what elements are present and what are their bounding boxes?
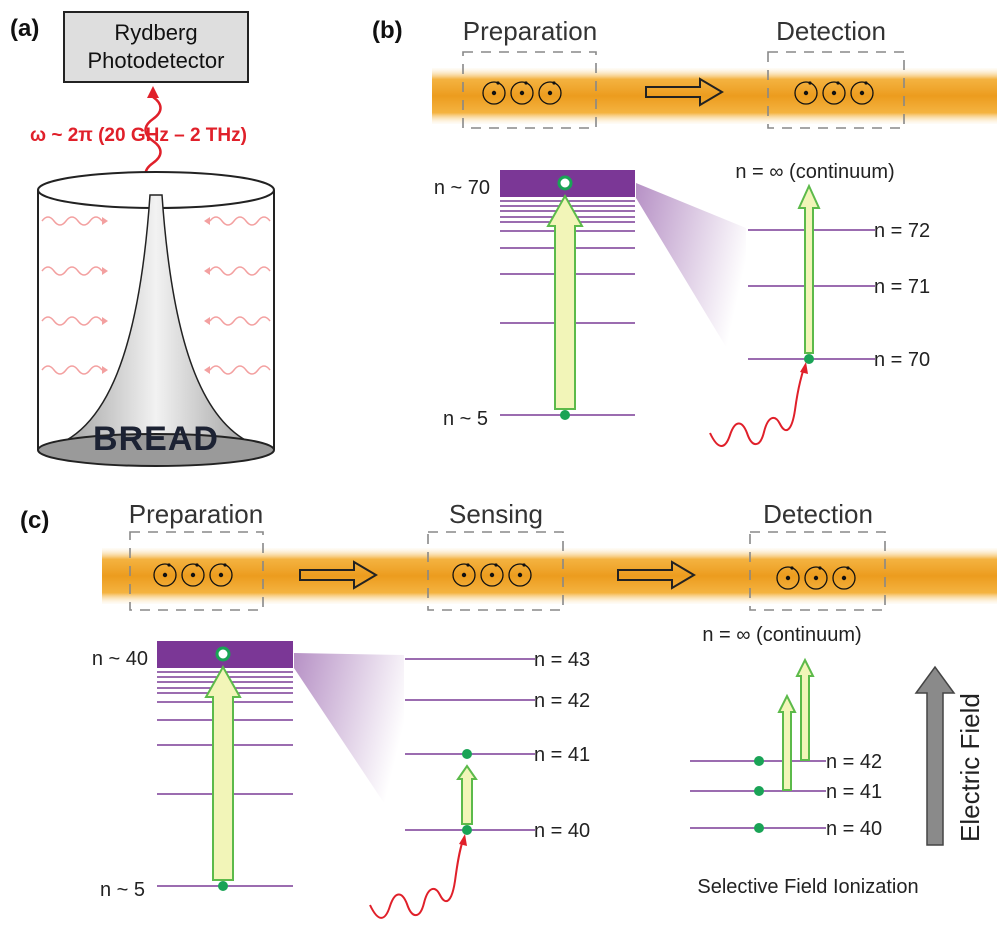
c-ground-atom [218, 881, 228, 891]
b-ground-atom [560, 410, 570, 420]
c-sense-level-41: n = 41 [534, 744, 590, 766]
c-ionize-42-arrow-icon [795, 657, 815, 761]
photodetector-box [63, 11, 249, 83]
frequency-label: ω ~ 2π (20 GHz – 2 THz) [30, 125, 247, 146]
panel-c: (c) Preparation Sensing Detection [20, 499, 997, 919]
c-atom-beam [102, 548, 997, 604]
c-n-low-label: n ~ 5 [100, 879, 145, 901]
b-atoms-prep [482, 81, 562, 105]
c-atoms-sense [452, 563, 532, 587]
c-stage-sensing: Sensing [449, 499, 543, 529]
b-excitation-arrow-icon [546, 193, 584, 410]
b-n-low-label: n ~ 5 [443, 408, 488, 430]
b-preparation-region [462, 51, 597, 129]
b-atoms-det [794, 81, 874, 105]
b-zoom-fan [636, 183, 746, 380]
c-flow-arrow-1-icon [299, 560, 378, 590]
c-rydberg-atom [215, 646, 231, 662]
c-det-level-41: n = 41 [826, 781, 882, 803]
c-det-atom-40 [754, 823, 764, 833]
cavity-wave-heads-left [102, 217, 108, 374]
b-stage-detection: Detection [776, 16, 886, 46]
panel-a: (a) Rydberg Photodetector ω ~ 2π (20 GHz… [10, 11, 275, 467]
c-stage-detection: Detection [763, 499, 873, 529]
cavity-waves-left [41, 216, 103, 375]
b-stage-preparation: Preparation [463, 16, 597, 46]
cavity-waves-right [209, 216, 271, 375]
bread-logo-text: BREAD [93, 420, 219, 458]
c-zoom-fan [294, 653, 404, 833]
c-continuum-label: n = ∞ (continuum) [702, 624, 861, 646]
cavity-wave-heads-right [204, 217, 210, 374]
b-state-70-atom [804, 354, 814, 364]
c-stage-preparation: Preparation [129, 499, 263, 529]
sfi-caption: Selective Field Ionization [697, 876, 918, 898]
b-flow-arrow-icon [645, 77, 724, 107]
c-det-level-40: n = 40 [826, 818, 882, 840]
c-det-atom-42 [754, 756, 764, 766]
cylinder-bottom [37, 433, 275, 467]
c-photon-head-icon [459, 834, 467, 846]
c-sense-level-40: n = 40 [534, 820, 590, 842]
c-det-level-42: n = 42 [826, 751, 882, 773]
c-excitation-arrow-icon [204, 664, 242, 881]
panel-b: (b) Preparation Detection [372, 16, 997, 447]
c-sense-level-43: n = 43 [534, 649, 590, 671]
c-sense-level-42: n = 42 [534, 690, 590, 712]
photodetector-line2: Photodetector [88, 48, 225, 73]
photon-wave-vertical [144, 95, 162, 187]
b-level-72: n = 72 [874, 220, 930, 242]
c-transition-arrow-icon [456, 764, 478, 825]
c-atoms-prep [153, 563, 233, 587]
c-preparation-region [129, 531, 264, 611]
c-flow-arrow-2-icon [617, 560, 696, 590]
electric-field-arrow-icon [914, 665, 956, 846]
b-photon-head-icon [800, 362, 808, 374]
b-ionization-arrow-icon [797, 183, 821, 354]
electric-field-label: Electric Field [955, 693, 985, 842]
c-atoms-det [776, 566, 856, 590]
photon-arrowhead-icon [147, 86, 159, 98]
b-n-high-label: n ~ 70 [434, 177, 490, 199]
c-n-high-label: n ~ 40 [92, 648, 148, 670]
c-state-41-atom [462, 749, 472, 759]
b-level-71: n = 71 [874, 276, 930, 298]
b-incoming-photon [709, 367, 805, 447]
horn-antenna [37, 194, 275, 451]
c-ionize-41-arrow-icon [777, 693, 797, 791]
c-detection-region [749, 531, 886, 611]
c-state-40-atom [462, 825, 472, 835]
c-sensing-region [427, 531, 564, 611]
panel-c-label: (c) [20, 507, 49, 534]
b-continuum-label: n = ∞ (continuum) [735, 161, 894, 183]
c-incoming-photon [369, 839, 464, 919]
b-detection-region [767, 51, 905, 129]
photodetector-line1: Rydberg [114, 20, 197, 45]
panel-a-label: (a) [10, 15, 39, 42]
b-level-70: n = 70 [874, 349, 930, 371]
b-rydberg-atom [557, 175, 573, 191]
panel-b-label: (b) [372, 17, 403, 44]
c-det-atom-41 [754, 786, 764, 796]
